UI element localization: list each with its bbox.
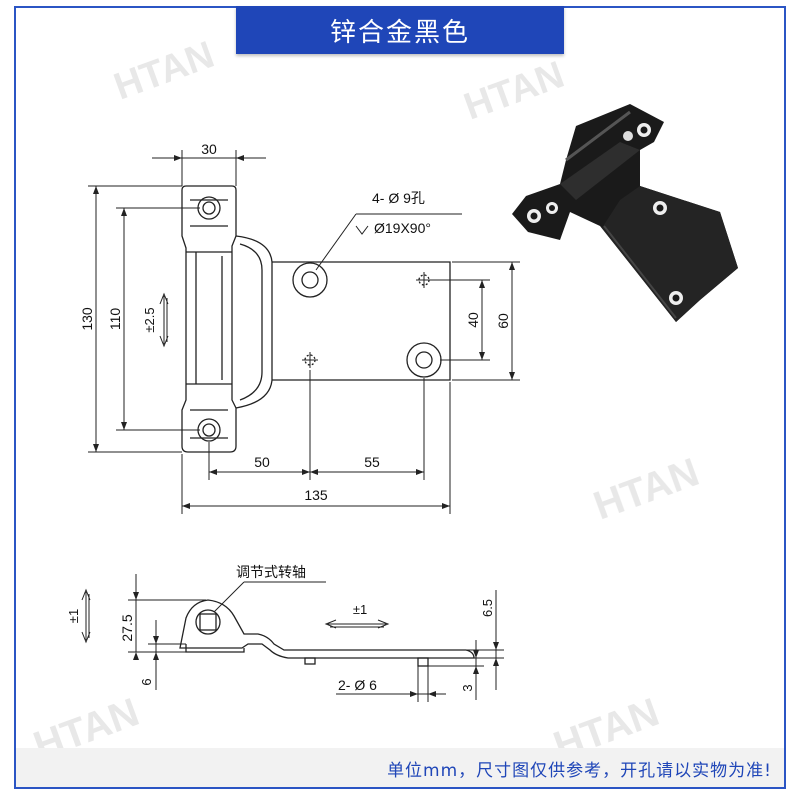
hinge-flare: [235, 235, 273, 409]
side-profile: [179, 599, 475, 659]
dim-plate-height: 60: [452, 261, 520, 381]
dim-pin-size: 2- Ø 6: [336, 666, 446, 702]
dim-side-height-label: 27.5: [119, 614, 135, 641]
axis-circle: [195, 609, 221, 635]
dim-pin-length: 3: [428, 640, 484, 700]
dim-length-total-label: 135: [304, 487, 328, 503]
side-base: [185, 644, 245, 653]
dim-offset-1-label: 50: [254, 454, 270, 470]
dim-side-base: 6: [139, 620, 186, 690]
hole-callout: 4- Ø 9孔 Ø19X90°: [315, 190, 462, 271]
dim-height-total-label: 130: [79, 307, 95, 331]
leaf-plate: [272, 261, 451, 381]
dim-pin-size-label: 2- Ø 6: [338, 677, 377, 693]
watermark-text-3: HTAN: [588, 450, 705, 528]
side-adjust-horizontal-label: ±1: [353, 602, 367, 617]
dim-side-adjust-horizontal: ±1: [324, 602, 390, 629]
dim-side-height: 27.5: [119, 574, 206, 660]
side-adjust-vertical-label: ±1: [66, 609, 81, 623]
dim-width-top: 30: [152, 141, 266, 186]
axis-square: [199, 613, 217, 631]
axis-leader: [213, 581, 245, 613]
hinge-flare-inner: [239, 243, 263, 401]
dim-length-total: 135: [181, 382, 451, 514]
knuckle-bottom-detail: [190, 409, 228, 439]
hinge-knuckle-outline: [181, 185, 237, 453]
dim-height-inner: 110: [107, 207, 200, 431]
plate-pin-mark-2: [302, 352, 318, 368]
footer-note: 单位mm，尺寸图仅供参考，开孔请以实物为准!: [387, 761, 772, 781]
dim-hole-spacing: 40: [430, 279, 490, 361]
plate-hole-countersunk-1: [292, 262, 328, 298]
dim-adjust-vertical: ±2.5: [142, 292, 169, 348]
dim-pin-height: 6.5: [466, 590, 504, 690]
title-banner: 锌合金黑色: [236, 6, 564, 54]
callout-countersink-label: Ø19X90°: [374, 220, 431, 236]
plate-pin-mark-1: [416, 272, 432, 288]
knuckle-top-detail: [190, 199, 228, 227]
side-adjust-vertical-arrow: [81, 588, 91, 644]
plate-hole-countersunk-2: [406, 342, 442, 378]
side-view: 调节式转轴 ±1 27.5 6 ±1 6.: [66, 564, 504, 702]
dim-offset-2-label: 55: [364, 454, 380, 470]
axis-callout-label: 调节式转轴: [236, 564, 306, 580]
dim-width-top-label: 30: [201, 141, 217, 157]
product-photo: [512, 104, 738, 322]
front-view: 30 130 110 ±2.5 60: [79, 141, 520, 514]
dim-height-total: 130: [79, 185, 182, 453]
side-pin-left: [304, 657, 316, 665]
dim-pin-length-label: 3: [460, 684, 475, 691]
dim-plate-height-label: 60: [495, 313, 511, 329]
watermark-text-2: HTAN: [459, 54, 570, 129]
callout-holes-label: 4- Ø 9孔: [372, 190, 425, 206]
dim-height-inner-label: 110: [107, 308, 123, 331]
dim-hole-offsets: 50 55: [208, 370, 425, 480]
dim-pin-height-label: 6.5: [480, 599, 495, 617]
dim-adjust-vertical-label: ±2.5: [142, 307, 157, 332]
side-pin-right: [417, 657, 429, 667]
dim-hole-spacing-label: 40: [465, 312, 481, 328]
footer-bar: 单位mm，尺寸图仅供参考，开孔请以实物为准!: [16, 748, 784, 787]
dim-side-base-label: 6: [139, 678, 154, 685]
watermark-text-1: HTAN: [109, 34, 220, 109]
